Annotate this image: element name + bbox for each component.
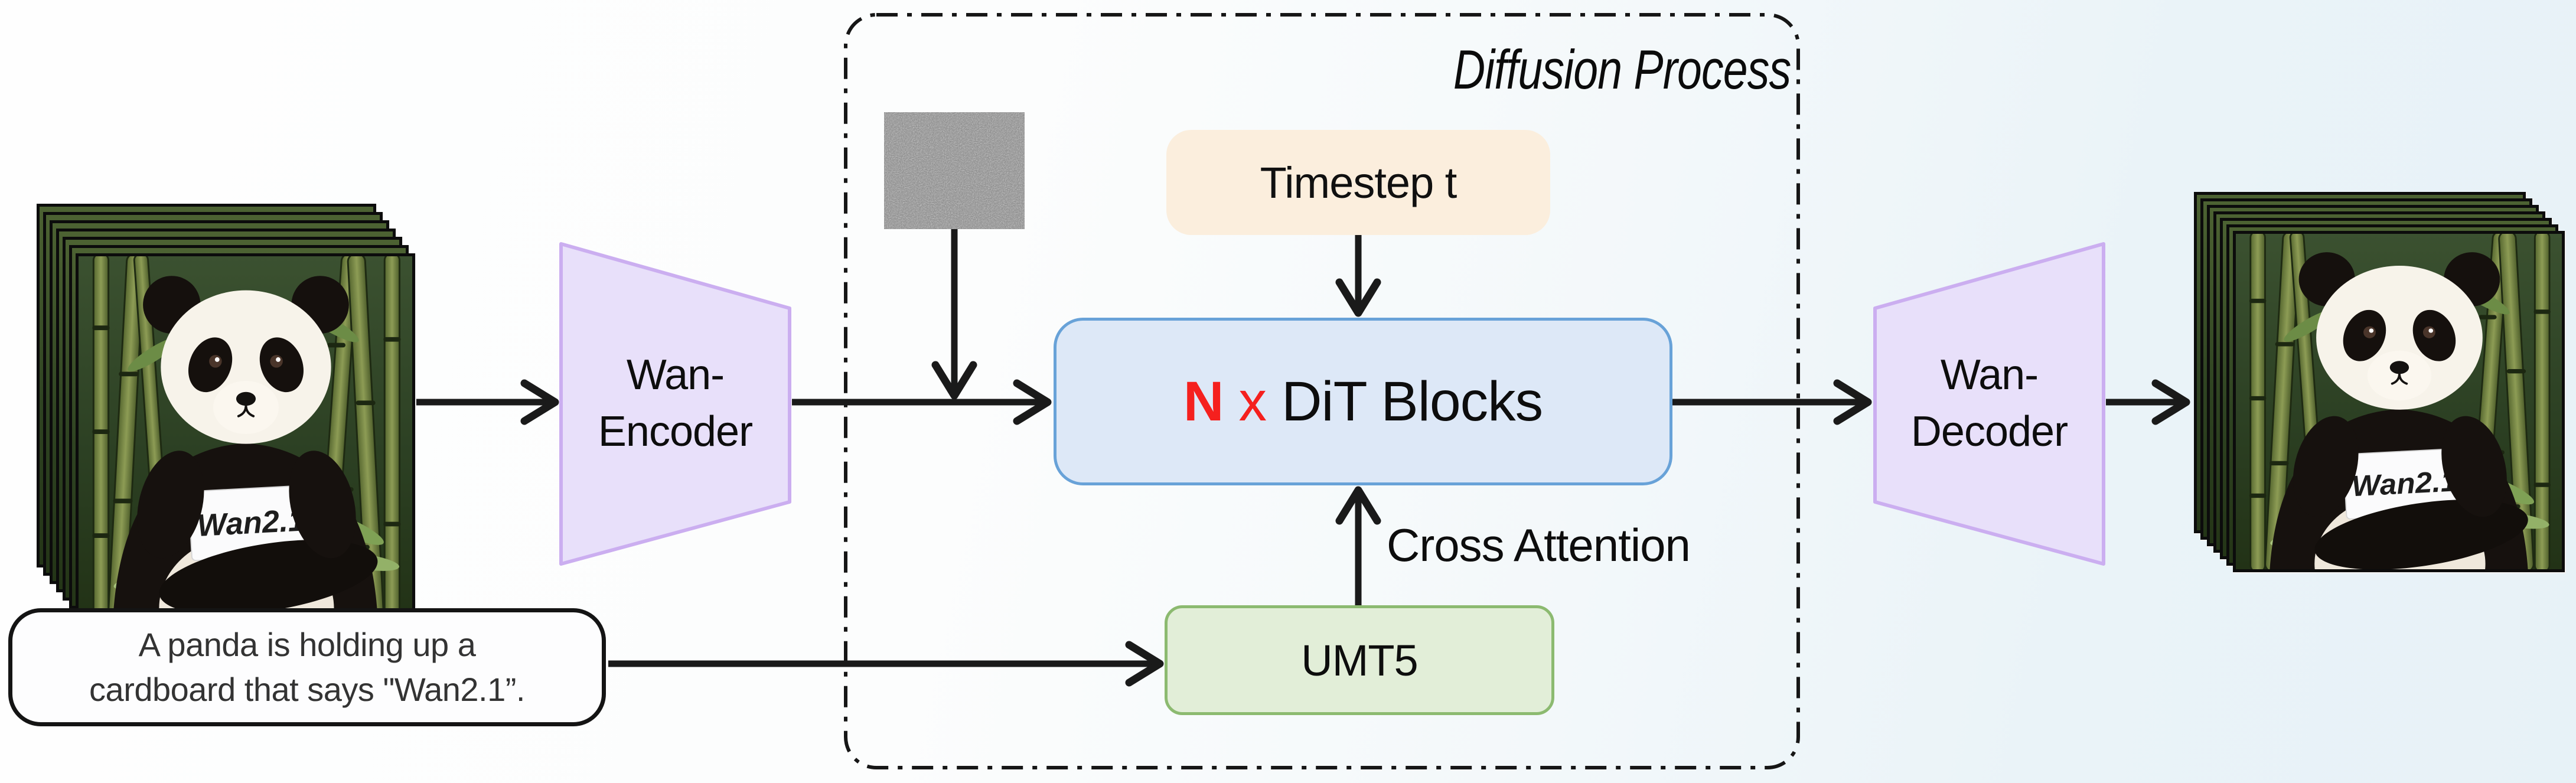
- dit-times: x: [1238, 370, 1266, 433]
- panda: Wan2.1: [113, 276, 378, 614]
- dit-count: N: [1183, 370, 1224, 433]
- text-prompt-box: A panda is holding up a cardboard that s…: [8, 608, 606, 726]
- sign-text: Wan2.1: [196, 503, 306, 543]
- wan-encoder-node: Wan- Encoder: [559, 241, 792, 569]
- panda-video-frame-illustration: Wan2.1: [79, 256, 412, 614]
- panda: Wan2.1: [2270, 252, 2528, 569]
- bamboo-stalks: [2249, 234, 2551, 569]
- panda-video-frame-illustration: Wan2.1: [2236, 234, 2562, 569]
- timestep-label: Timestep t: [1260, 158, 1457, 207]
- dit-label: DiT Blocks: [1281, 370, 1543, 433]
- video-frame-front: Wan2.1: [2233, 231, 2565, 572]
- video-frame-front: Wan2.1: [76, 253, 415, 617]
- cross-attention-label: Cross Attention: [1387, 519, 1691, 571]
- decoder-label: Wan- Decoder: [1910, 351, 2068, 455]
- timestep-box: Timestep t: [1166, 130, 1550, 235]
- prompt-line-2: cardboard that says "Wan2.1”.: [89, 671, 525, 708]
- umt5-box: UMT5: [1165, 605, 1554, 715]
- decoder-trapezoid-shape: [1873, 242, 2105, 566]
- prompt-line-1: A panda is holding up a: [138, 626, 476, 663]
- encoder-trapezoid-shape: [559, 242, 791, 566]
- dit-blocks-box: N x DiT Blocks: [1054, 318, 1672, 485]
- output-video-stack: Wan2.1: [2194, 192, 2572, 576]
- sign-text: Wan2.1: [2351, 464, 2458, 503]
- bamboo-stalks: [92, 256, 401, 614]
- gaussian-noise-image: [884, 112, 1025, 229]
- umt5-label: UMT5: [1301, 635, 1418, 685]
- wan-decoder-node: Wan- Decoder: [1873, 241, 2106, 569]
- input-video-stack: Wan2.1: [37, 204, 420, 621]
- encoder-label: Wan- Encoder: [598, 351, 753, 455]
- diffusion-process-title: Diffusion Process: [1453, 38, 1791, 100]
